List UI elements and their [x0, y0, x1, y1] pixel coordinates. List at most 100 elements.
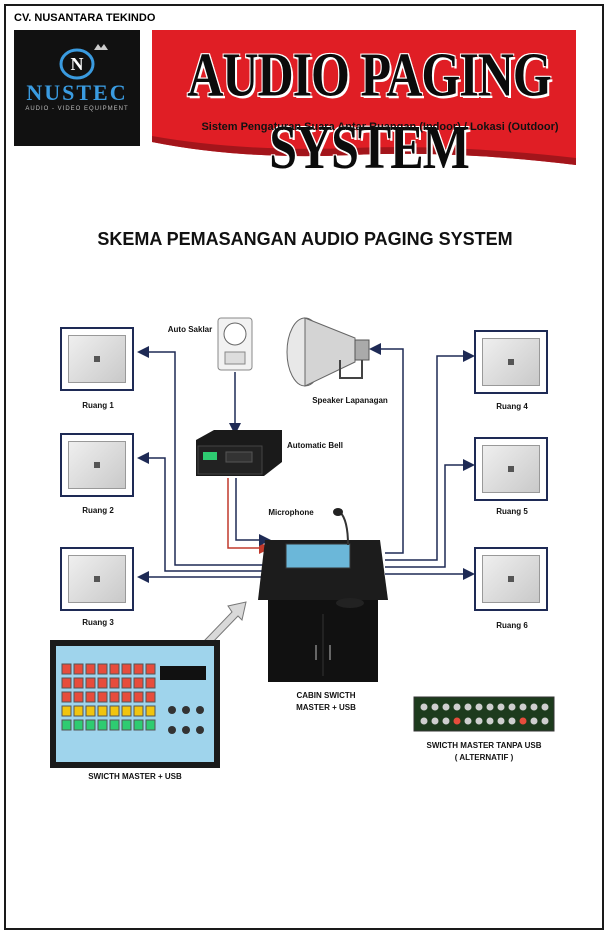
label-switch-no-usb-line1: SWICTH MASTER TANPA USB — [426, 741, 542, 750]
speaker-ruang-2 — [60, 433, 134, 497]
switch-button-icon — [97, 705, 108, 717]
switch-button-icon — [73, 677, 84, 689]
switch-button-icon — [121, 691, 132, 703]
toggle-switch-icon — [486, 703, 494, 711]
speaker-icon — [482, 445, 540, 493]
label-auto-saklar: Auto Saklar — [167, 325, 213, 334]
switch-button-icon — [73, 719, 84, 731]
switch-button-icon — [73, 691, 84, 703]
switch-button-icon — [109, 677, 120, 689]
switch-button-icon — [145, 705, 156, 717]
speaker-icon — [68, 335, 126, 383]
switch-button-icon — [133, 663, 144, 675]
toggle-switch-icon — [442, 703, 450, 711]
toggle-switch-icon — [420, 717, 428, 725]
switch-button-icon — [61, 691, 72, 703]
label-cabin-line1: CABIN SWICTH — [296, 691, 356, 700]
switch-button-icon — [121, 719, 132, 731]
toggle-switch-icon — [475, 703, 483, 711]
arrow-ruang-2 — [137, 452, 270, 572]
switch-button-icon — [61, 663, 72, 675]
switch-button-icon — [121, 677, 132, 689]
switch-button-icon — [109, 663, 120, 675]
pointer-arrow-icon — [204, 601, 247, 645]
switch-button-icon — [145, 663, 156, 675]
diagram-title: SKEMA PEMASANGAN AUDIO PAGING SYSTEM — [97, 229, 513, 249]
toggle-switch-icon — [530, 717, 538, 725]
switch-button-icon — [145, 719, 156, 731]
label-ruang-5: Ruang 5 — [496, 507, 528, 516]
cabin-podium-device — [258, 508, 388, 682]
toggle-switch-icon — [464, 717, 472, 725]
automatic-bell-device — [196, 430, 282, 476]
arrow-ruang-5 — [385, 459, 475, 568]
switch-button-icon — [109, 719, 120, 731]
page-frame — [4, 4, 604, 930]
toggle-switch-icon — [475, 717, 483, 725]
label-switch-no-usb: SWICTH MASTER TANPA USB ( ALTERNATIF ) — [412, 740, 556, 764]
switch-master-no-usb-panel — [413, 696, 555, 732]
toggle-switch-icon — [508, 703, 516, 711]
switch-button-icon — [145, 691, 156, 703]
toggle-switch-icon — [442, 717, 450, 725]
logo-emblem-icon: N — [59, 44, 108, 80]
arrow-speaker-lapangan — [369, 343, 404, 554]
switch-button-icon — [97, 691, 108, 703]
switch-button-icon — [85, 691, 96, 703]
label-cabin: CABIN SWICTH MASTER + USB — [276, 690, 376, 714]
switch-button-icon — [121, 705, 132, 717]
switch-button-icon — [133, 677, 144, 689]
toggle-switch-icon — [453, 703, 461, 711]
toggle-switch-icon — [519, 717, 527, 725]
label-ruang-3: Ruang 3 — [82, 618, 114, 627]
auto-saklar-device — [217, 317, 253, 371]
toggle-switch-icon — [420, 703, 428, 711]
speaker-icon — [482, 338, 540, 386]
toggle-switch-icon — [541, 717, 549, 725]
toggle-switch-icon — [464, 703, 472, 711]
label-ruang-6: Ruang 6 — [496, 621, 528, 630]
switch-button-icon — [97, 663, 108, 675]
label-speaker-lapangan: Speaker Lapanagan — [312, 396, 388, 405]
logo-brand: NUSTEC — [26, 80, 128, 105]
switch-button-icon — [97, 677, 108, 689]
toggle-switch-icon — [431, 717, 439, 725]
switch-button-icon — [109, 705, 120, 717]
speaker-icon — [68, 441, 126, 489]
arrow-ruang-1 — [137, 346, 270, 566]
toggle-switch-icon — [530, 703, 538, 711]
switch-button-icon — [85, 677, 96, 689]
label-ruang-1: Ruang 1 — [82, 401, 114, 410]
banner-subtitle: Sistem Pengaturan Suara Antar Ruangan (I… — [201, 121, 559, 133]
speaker-ruang-6 — [474, 547, 548, 611]
switch-button-icon — [85, 705, 96, 717]
switch-button-icon — [133, 719, 144, 731]
switch-button-icon — [85, 719, 96, 731]
speaker-icon — [68, 555, 126, 603]
switch-button-icon — [73, 705, 84, 717]
switch-button-icon — [61, 719, 72, 731]
toggle-switch-icon — [486, 717, 494, 725]
switch-button-icon — [121, 663, 132, 675]
switch-button-icon — [133, 705, 144, 717]
switch-button-icon — [73, 663, 84, 675]
toggle-switch-icon — [541, 703, 549, 711]
label-switch-master-usb: SWICTH MASTER + USB — [88, 772, 182, 781]
toggle-switch-icon — [508, 717, 516, 725]
toggle-switch-icon — [453, 717, 461, 725]
banner-title: AUDIO PAGING SYSTEM — [187, 39, 551, 182]
switch-button-icon — [145, 677, 156, 689]
toggle-switch-icon — [519, 703, 527, 711]
arrow-bell-cabin — [235, 478, 271, 546]
arrow-bell-cabin-red — [227, 478, 271, 554]
toggle-switch-icon — [497, 703, 505, 711]
label-cabin-line2: MASTER + USB — [296, 703, 356, 712]
speaker-ruang-4 — [474, 330, 548, 394]
switch-button-icon — [61, 705, 72, 717]
label-ruang-4: Ruang 4 — [496, 402, 528, 411]
switch-button-icon — [85, 663, 96, 675]
toggle-switch-icon — [431, 703, 439, 711]
speaker-ruang-1 — [60, 327, 134, 391]
speaker-icon — [482, 555, 540, 603]
